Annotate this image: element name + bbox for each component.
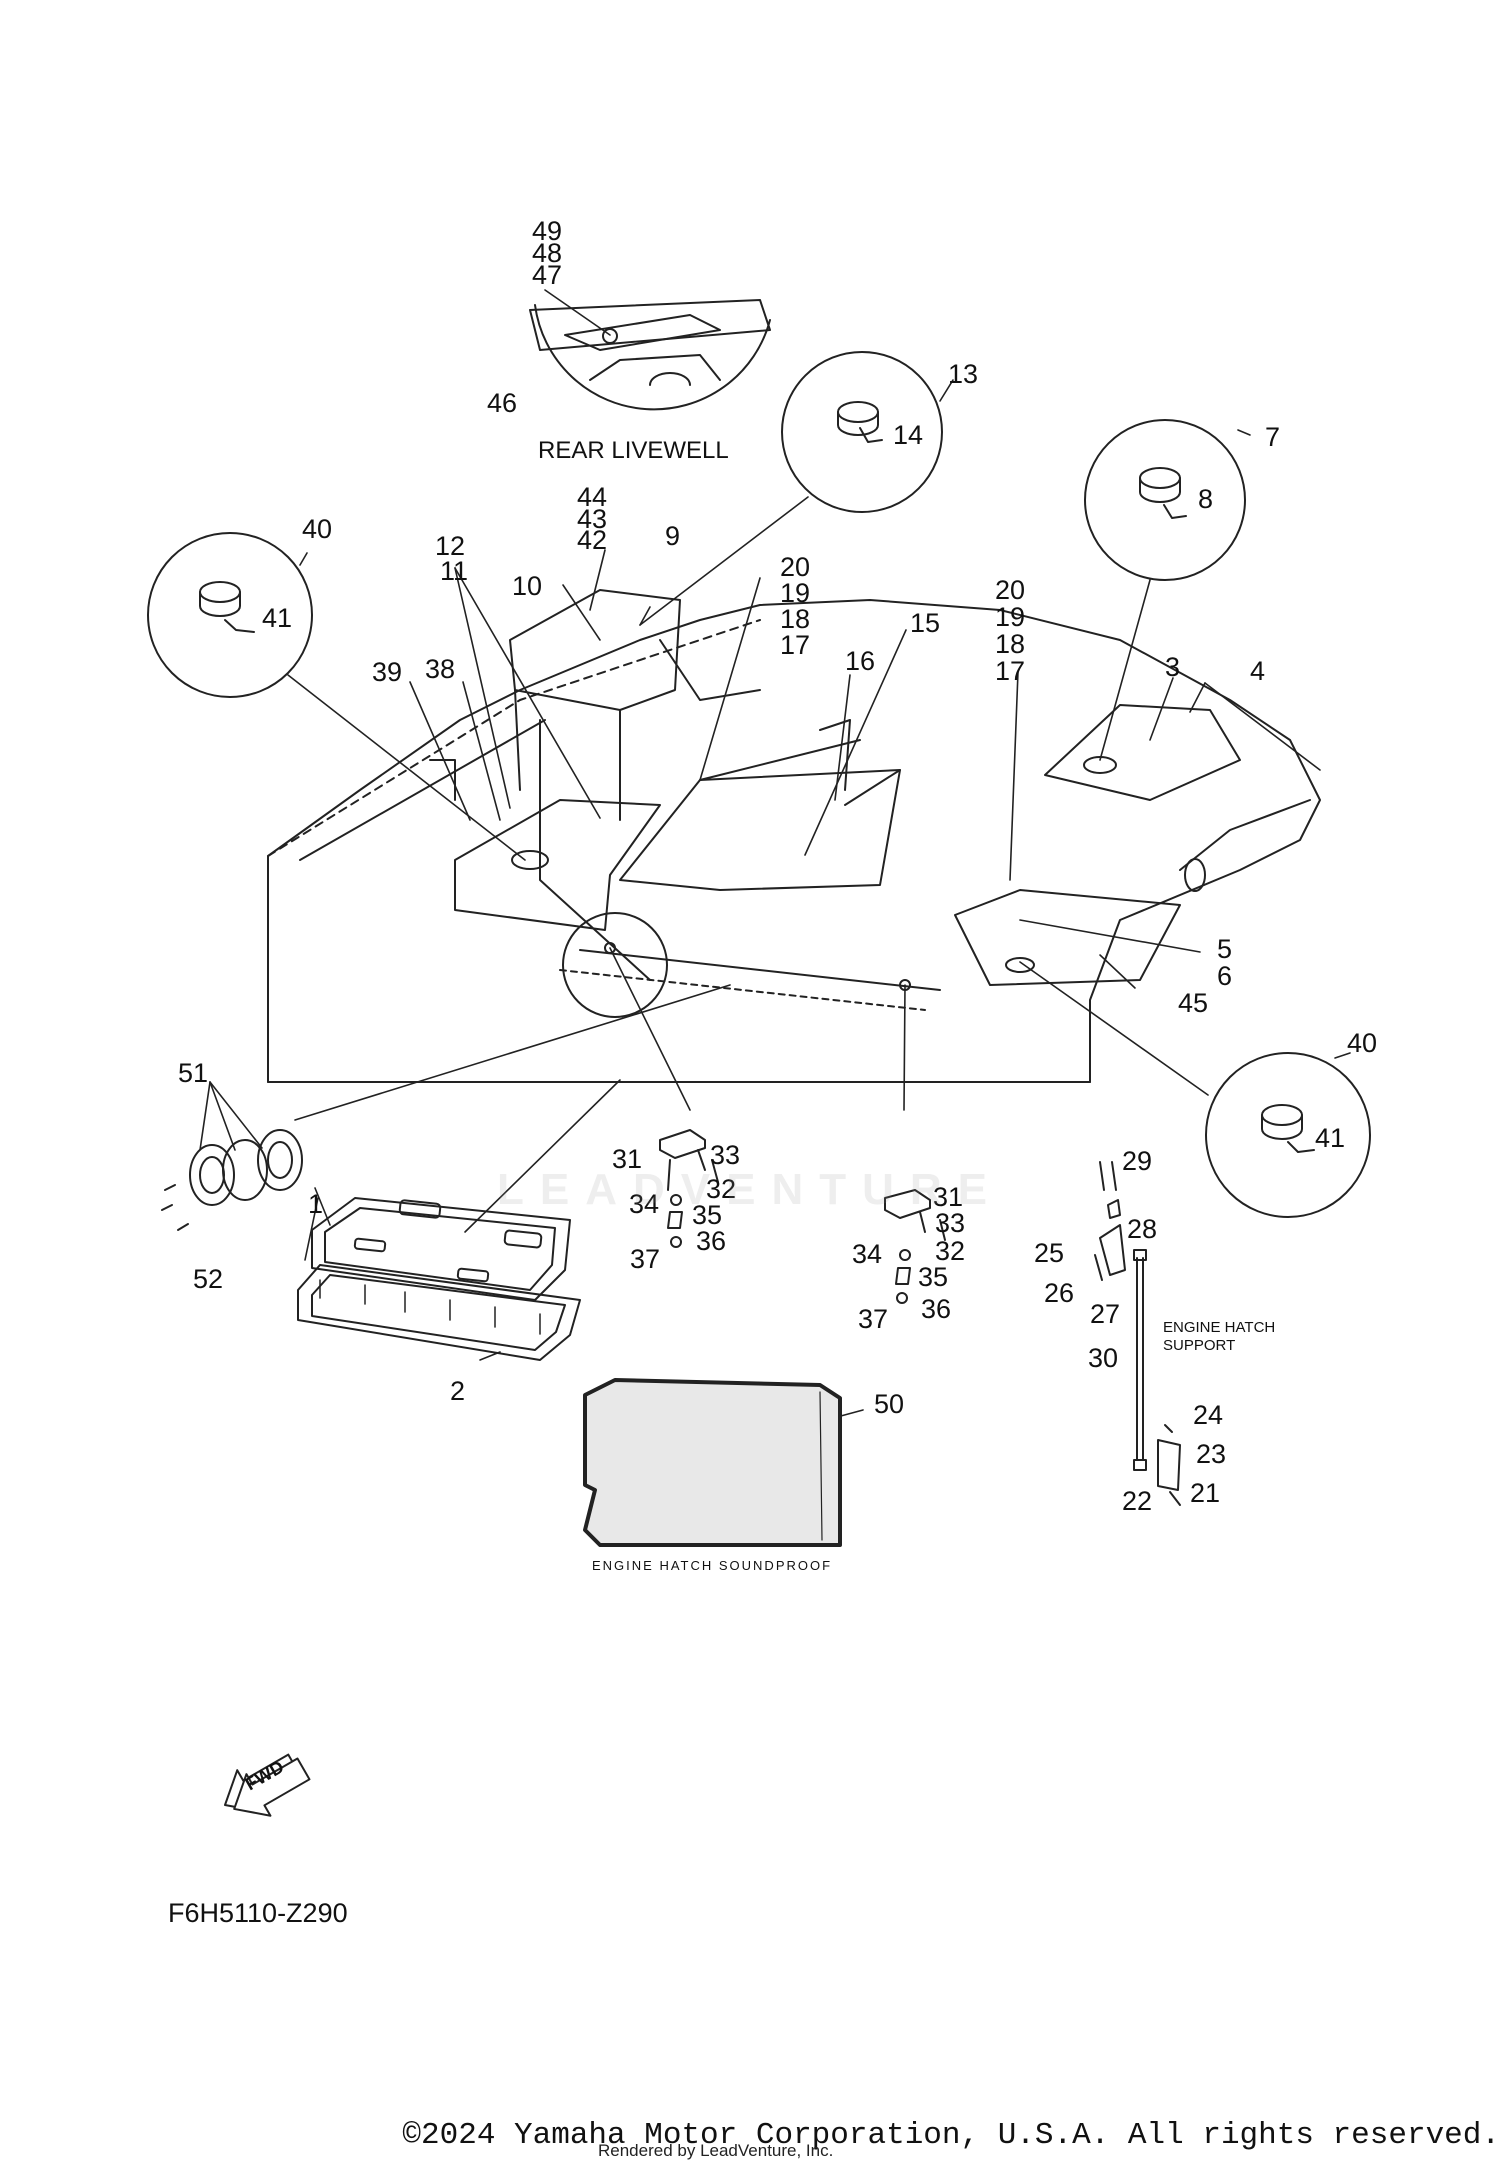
- callout-43: 43: [577, 504, 607, 534]
- callout-33b: 33: [935, 1208, 965, 1238]
- callout-32b: 32: [935, 1236, 965, 1266]
- rendered-by-notice: Rendered by LeadVenture, Inc.: [598, 2141, 834, 2160]
- engine-hatch-support-caption-line1: ENGINE HATCH: [1163, 1319, 1275, 1336]
- callout-19: 19: [780, 578, 810, 608]
- latch-assembly-right: [884, 1189, 946, 1304]
- callout-21: 21: [1190, 1478, 1220, 1508]
- callout-34: 34: [629, 1189, 659, 1219]
- callout-27: 27: [1090, 1299, 1120, 1329]
- callout-50: 50: [874, 1389, 904, 1419]
- engine-hatch-support-assembly: [1094, 1161, 1181, 1506]
- rear-livewell-caption: REAR LIVEWELL: [538, 437, 729, 464]
- callout-41-right: 41: [1315, 1123, 1345, 1153]
- callout-42: 42: [577, 525, 607, 555]
- callout-18: 18: [780, 604, 810, 634]
- fwd-arrow-icon: [224, 1753, 311, 1817]
- callout-23: 23: [1196, 1439, 1226, 1469]
- callout-37: 37: [630, 1244, 660, 1274]
- latch-assembly-left: [659, 1129, 719, 1248]
- callout-28: 28: [1127, 1214, 1157, 1244]
- callout-40-left: 40: [302, 514, 332, 544]
- callout-17: 17: [780, 630, 810, 660]
- callout-30: 30: [1088, 1343, 1118, 1373]
- callout-14: 14: [893, 420, 923, 450]
- callout-32: 32: [706, 1174, 736, 1204]
- callout-19b: 19: [995, 602, 1025, 632]
- callout-4: 4: [1250, 656, 1265, 686]
- inspection-plate-detail-14: [781, 351, 943, 513]
- callout-25: 25: [1034, 1238, 1064, 1268]
- callout-7: 7: [1265, 422, 1280, 452]
- callout-48: 48: [532, 238, 562, 268]
- callout-44: 44: [577, 482, 607, 512]
- rear-livewell-detail: [529, 299, 771, 411]
- callout-47: 47: [532, 260, 562, 290]
- callout-9: 9: [665, 521, 680, 551]
- callout-52: 52: [193, 1264, 223, 1294]
- callout-31b: 31: [933, 1182, 963, 1212]
- callout-46: 46: [487, 388, 517, 418]
- callout-45: 45: [1178, 988, 1208, 1018]
- engine-hatch-soundproof-pad: [583, 1378, 842, 1547]
- callout-numbers: 1 2 3 4 5 6 7 8 9 10 11 12 13 14 15 16 1…: [178, 216, 1377, 1516]
- callout-8: 8: [1198, 484, 1213, 514]
- callout-49: 49: [532, 216, 562, 246]
- callout-2: 2: [450, 1376, 465, 1406]
- callout-39: 39: [372, 657, 402, 687]
- callout-35: 35: [692, 1200, 722, 1230]
- engine-hatch-frame: [297, 1264, 581, 1361]
- callout-20b: 20: [995, 575, 1025, 605]
- callout-12: 12: [435, 531, 465, 561]
- callout-10: 10: [512, 571, 542, 601]
- callout-18b: 18: [995, 629, 1025, 659]
- callout-16: 16: [845, 646, 875, 676]
- copyright-notice: ©2024 Yamaha Motor Corporation, U.S.A. A…: [402, 2118, 1500, 2153]
- callout-13: 13: [948, 359, 978, 389]
- callout-1: 1: [308, 1189, 323, 1219]
- callout-36: 36: [696, 1226, 726, 1256]
- callout-41-left: 41: [262, 603, 292, 633]
- callout-11: 11: [440, 556, 468, 586]
- leader-lines: [199, 289, 1351, 1421]
- inspection-plate-detail-41-right: [1205, 1052, 1371, 1218]
- callout-15: 15: [910, 608, 940, 638]
- callout-33: 33: [710, 1140, 740, 1170]
- callout-51: 51: [178, 1058, 208, 1088]
- callout-34b: 34: [852, 1239, 882, 1269]
- callout-29: 29: [1122, 1146, 1152, 1176]
- diagram-code: F6H5110-Z290: [168, 1898, 348, 1928]
- callout-5: 5: [1217, 934, 1232, 964]
- vent-cover-assembly: [161, 1129, 303, 1231]
- callout-22: 22: [1122, 1486, 1152, 1516]
- engine-hatch-soundproof-caption: ENGINE HATCH SOUNDPROOF: [592, 1558, 832, 1573]
- engine-hatch-support-caption-line2: SUPPORT: [1163, 1337, 1235, 1354]
- callout-36b: 36: [921, 1294, 951, 1324]
- callout-40-right: 40: [1347, 1028, 1377, 1058]
- watermark: LEADVENTURE: [496, 1165, 1004, 1214]
- callout-3: 3: [1165, 652, 1180, 682]
- inspection-plate-detail-8: [1084, 419, 1246, 581]
- deck-hull-drawing: [267, 589, 1321, 1083]
- callout-20: 20: [780, 552, 810, 582]
- callout-31: 31: [612, 1144, 642, 1174]
- callout-38: 38: [425, 654, 455, 684]
- callout-6: 6: [1217, 961, 1232, 991]
- callout-35b: 35: [918, 1262, 948, 1292]
- callout-37b: 37: [858, 1304, 888, 1334]
- engine-hatch-lid: [311, 1197, 571, 1301]
- callout-24: 24: [1193, 1400, 1223, 1430]
- inspection-plate-detail-41-left: [147, 532, 313, 698]
- callout-17b: 17: [995, 656, 1025, 686]
- callout-26: 26: [1044, 1278, 1074, 1308]
